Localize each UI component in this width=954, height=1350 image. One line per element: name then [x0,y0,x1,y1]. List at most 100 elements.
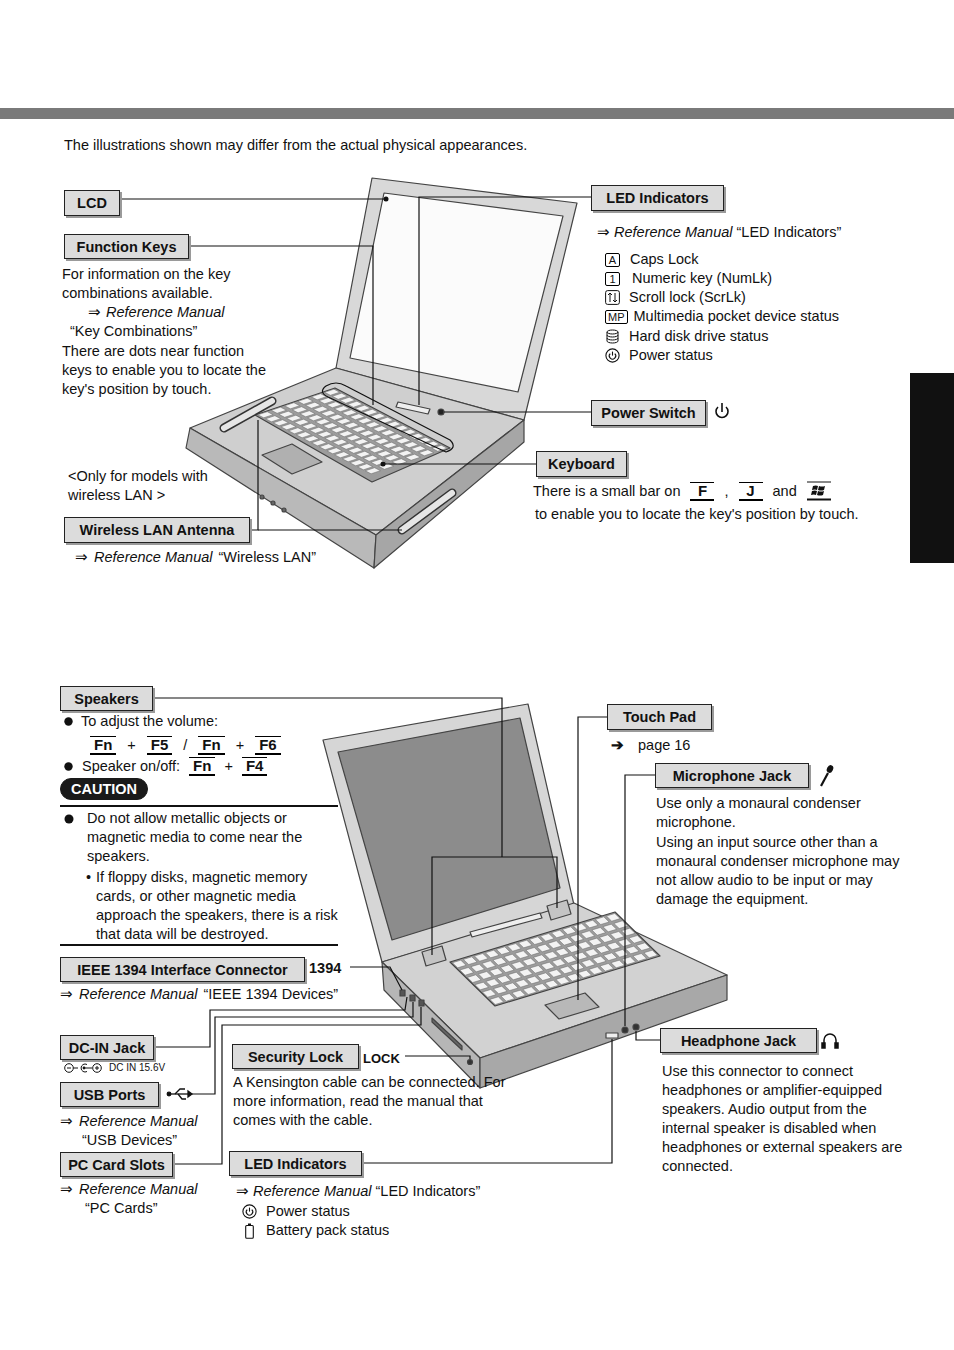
box-label: Keyboard [548,456,615,472]
key-cap [482,990,496,998]
function-key-outline [322,383,453,452]
key-cap [490,997,504,1005]
text-row: Scroll lock (ScrLk) [605,288,746,307]
key-cap [515,980,529,988]
label-text: “USB Devices” [82,1131,177,1150]
usb-dot [167,1092,171,1096]
screen [350,193,563,392]
part-label-box: Power Switch [591,400,706,426]
key-cap [600,964,614,972]
text-row: “PC Cards” [85,1199,158,1218]
key-cap [515,951,529,959]
part-label-box: USB Ports [60,1082,159,1107]
label-text: Power status [629,346,713,365]
dcsym-icon-part [84,1068,92,1069]
key-cap [556,977,570,985]
key-cap [507,944,521,952]
antenna [224,401,272,428]
key-cap [537,944,551,952]
label-text: + [224,757,232,776]
usb-branch [175,1089,185,1094]
key-cap [596,946,610,954]
led [606,1033,618,1038]
label-text: Multimedia pocket device status [634,307,840,326]
key-cap [595,917,609,925]
part-label-box: Function Keys [64,234,189,259]
headphone-symbol [822,1034,838,1048]
win-icon-part [811,486,825,496]
hdd-icon-part [607,335,618,340]
power-bar [721,403,723,412]
text-row: There is a small bar onF,Jand [533,481,831,501]
dcsym-icon-part [64,1062,104,1074]
dot-icon-part [64,762,73,771]
leader-line [120,198,386,199]
label-text: Using an input source other than a monau… [656,834,899,907]
key-cap [540,934,554,942]
key-cap [478,972,492,980]
label-text: Reference Manual [79,1112,198,1131]
label-text: Reference Manual [79,1180,198,1199]
label-text: Reference Manual [79,985,198,1004]
leader-line [154,997,407,1047]
part-label-box: DC-IN Jack [60,1035,154,1060]
key-cap [621,928,635,936]
headphone-cup [822,1043,825,1048]
key-cap [529,937,543,945]
text-row: A Kensington cable can be connected. For… [233,1073,515,1130]
label-text: The illustrations shown may differ from … [64,136,527,155]
part-label-box: Security Lock [232,1044,359,1069]
antenna [224,401,272,428]
label-text: “PC Cards” [85,1199,158,1218]
label-text: For information on the key combinations … [62,266,230,301]
key-cap [530,966,544,974]
key-cap [577,942,591,950]
key-cap [537,973,551,981]
keyboard [255,388,450,482]
part-label-box: LED Indicators [229,1151,362,1176]
label-text: Do not allow metallic objects or magneti… [87,810,302,864]
label-text: “LED Indicators” [376,1182,481,1201]
keys [452,914,657,1005]
mic-stem [821,773,828,786]
leader-line [405,1056,470,1059]
text-row: If floppy disks, magnetic memory cards, … [96,868,338,944]
key-cap [644,950,658,958]
box-label: PC Card Slots [68,1157,165,1173]
win-icon [807,481,831,501]
label-text: F [690,482,714,501]
text-row: Hard disk drive status [605,327,768,346]
part-label-box: Speakers [60,686,153,711]
card-slot [432,1018,462,1050]
speaker-grille [422,946,446,966]
headphone-cup [835,1043,838,1048]
key-cap [563,956,577,964]
box-label: Function Keys [77,239,177,255]
leader-line [636,1031,660,1040]
text-row: Speaker on/off:Fn+F4 [64,757,267,776]
text-row: “Key Combinations” [70,322,197,341]
label-text: Speaker on/off: [82,757,180,776]
key-cap [606,914,620,922]
text-row: MPMultimedia pocket device status [605,307,839,326]
box-label: Touch Pad [623,709,696,725]
text-row: LOCK [363,1049,400,1068]
text-row: Fn+F5/Fn+F6 [90,736,281,755]
label-text: F6 [255,736,281,755]
antenna [402,493,452,530]
hdd-icon-part [605,329,620,344]
led-strip [470,913,542,937]
dcsym-icon-part [97,1066,98,1070]
key-cap [592,956,606,964]
dot-icon [64,717,73,726]
key-cap [559,938,573,946]
part-label-box: LCD [64,190,120,216]
label-text: “Wireless LAN” [219,548,316,567]
speaker-grille [547,900,571,920]
battery-icon [245,1223,254,1239]
box-label: LED Indicators [244,1156,346,1172]
key-cap [460,968,474,976]
label-text: A Kensington cable can be connected. For… [233,1074,505,1128]
label-text: Reference Manual [94,548,213,567]
